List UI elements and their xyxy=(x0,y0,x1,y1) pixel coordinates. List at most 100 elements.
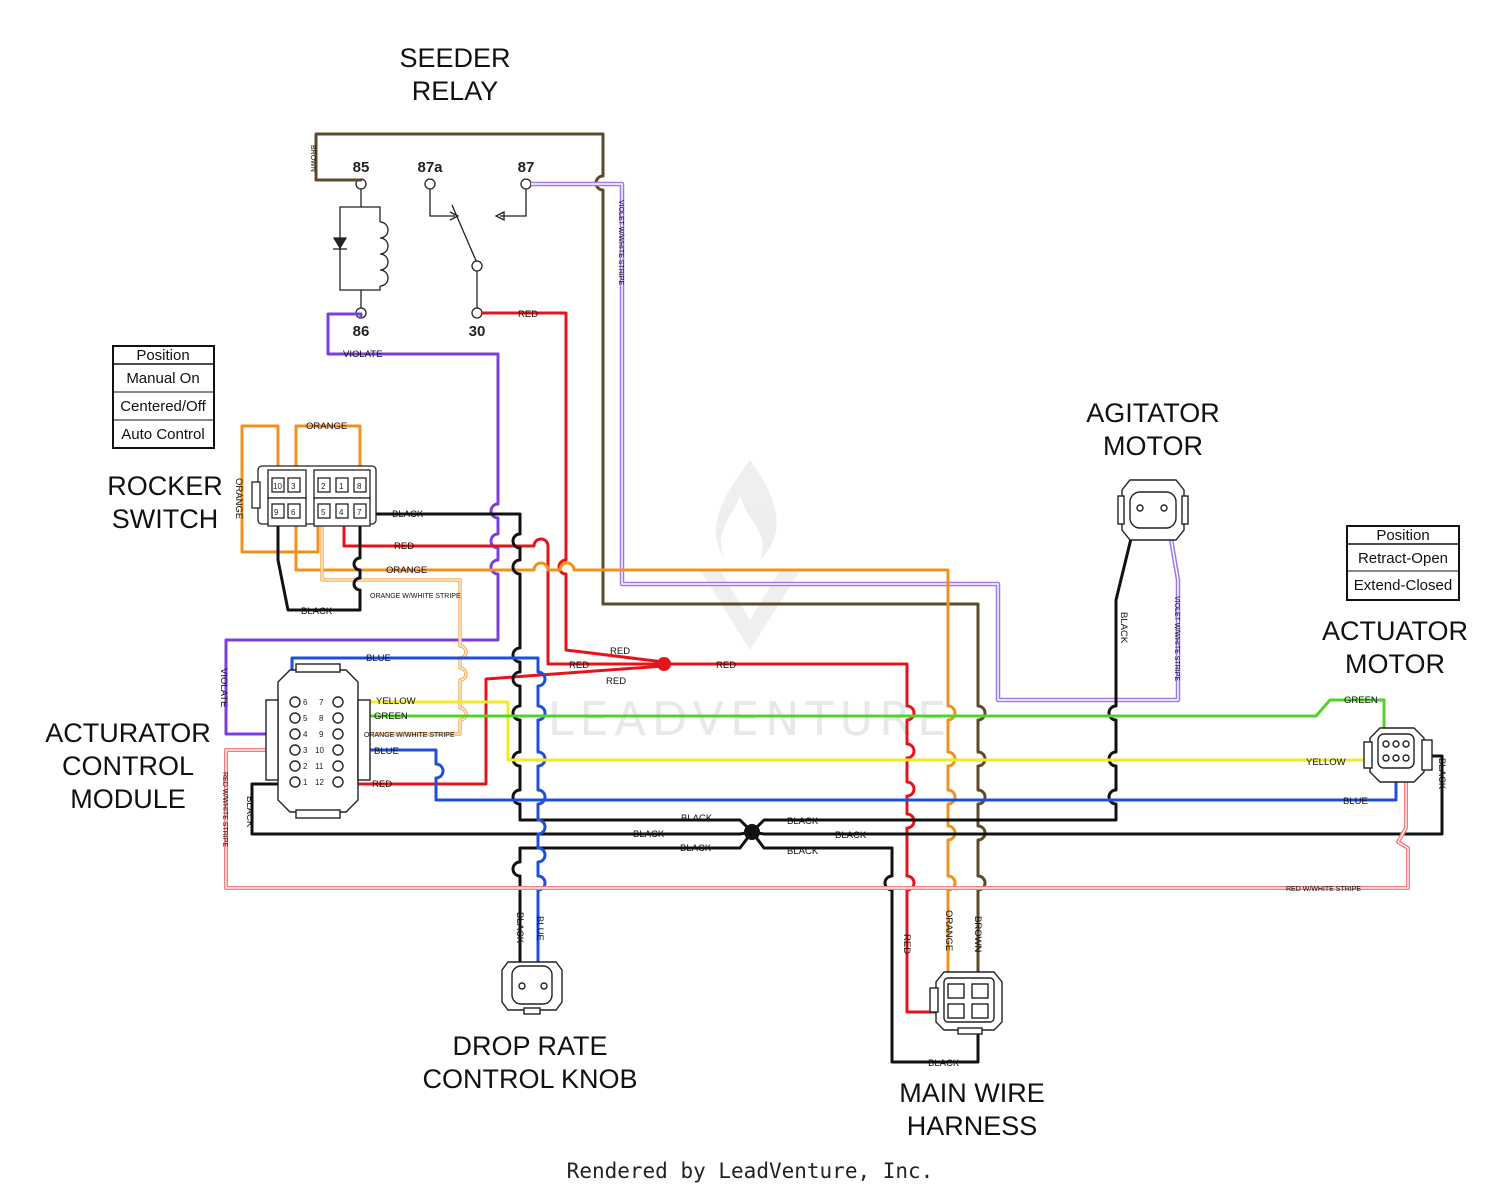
label-green: GREEN xyxy=(374,711,408,722)
module-title-1: ACTURATOR xyxy=(45,718,211,748)
relay-pin-label: 30 xyxy=(469,323,486,340)
seeder-relay xyxy=(332,178,532,319)
rocker-position-table: Position Manual On Centered/Off Auto Con… xyxy=(112,345,215,449)
red-splice-junction xyxy=(657,657,671,671)
label-red: RED xyxy=(518,309,538,320)
label-black: BLACK xyxy=(301,606,333,617)
relay-pin-label: 87a xyxy=(417,159,443,176)
harness-title-1: MAIN WIRE xyxy=(899,1078,1045,1108)
relay-pin-87a xyxy=(424,178,436,190)
wire-black xyxy=(250,782,753,836)
actuator-motor-title-1: ACTUATOR xyxy=(1322,616,1468,646)
label-orange-white: ORANGE W/WHITE STRIPE xyxy=(370,593,461,600)
label-blue: BLUE xyxy=(1343,796,1368,807)
switch-pin: 5 xyxy=(321,508,326,517)
switch-pin: 8 xyxy=(357,482,362,491)
actuator-position-table: Position Retract-Open Extend-Closed xyxy=(1346,525,1460,601)
module-pin: 6 xyxy=(303,698,308,707)
label-red: RED xyxy=(901,934,912,954)
wire-red xyxy=(342,506,664,666)
switch-pin: 2 xyxy=(321,482,326,491)
module-pin: 7 xyxy=(319,698,324,707)
wire-blue xyxy=(290,656,547,990)
rocker-switch-title-1: ROCKER xyxy=(107,471,223,501)
switch-pin: 3 xyxy=(291,482,296,491)
module-pin: 1 xyxy=(303,778,308,787)
relay-pin-label: 87 xyxy=(518,159,535,176)
seeder-relay-title-1: SEEDER xyxy=(399,43,510,73)
label-black: BLACK xyxy=(244,796,255,828)
label-violate: VIOLATE xyxy=(343,349,382,360)
harness-title-2: HARNESS xyxy=(907,1111,1038,1141)
label-violate: VIOLATE xyxy=(218,668,229,707)
actuator-table-row: Retract-Open xyxy=(1358,550,1448,567)
wire-brown xyxy=(314,132,987,975)
relay-pin-label: 86 xyxy=(353,323,370,340)
main-harness-connector xyxy=(929,971,1003,1035)
watermark-text: LEADVENTURE xyxy=(548,692,953,746)
label-black: BLACK xyxy=(787,816,819,827)
label-red-white: RED W/WHITE STRIPE xyxy=(221,772,228,847)
wire-blue xyxy=(342,748,1398,802)
module-title-3: MODULE xyxy=(70,784,186,814)
switch-pin: 1 xyxy=(339,482,344,491)
switch-pin: 4 xyxy=(339,508,344,517)
label-red: RED xyxy=(372,779,392,790)
label-yellow: YELLOW xyxy=(1306,757,1346,768)
wire-violet-white xyxy=(531,181,1181,703)
label-red: RED xyxy=(394,541,414,552)
wire-green xyxy=(342,698,1386,740)
wire-red xyxy=(482,311,665,664)
label-black: BLACK xyxy=(633,829,665,840)
label-black: BLACK xyxy=(392,509,424,520)
relay-pin-30 xyxy=(471,307,483,319)
label-blue: BLUE xyxy=(366,653,391,664)
wire-black-jumper xyxy=(276,516,362,612)
footer-credit: Rendered by LeadVenture, Inc. xyxy=(567,1159,934,1183)
label-red: RED xyxy=(716,660,736,671)
agitator-title-1: AGITATOR xyxy=(1086,398,1220,428)
actuator-table-row: Extend-Closed xyxy=(1354,577,1452,594)
label-orange: ORANGE xyxy=(306,421,347,432)
label-red: RED xyxy=(610,646,630,657)
module-pin: 8 xyxy=(319,714,324,723)
label-black: BLACK xyxy=(787,846,819,857)
switch-pin: 9 xyxy=(274,508,279,517)
label-orange: ORANGE xyxy=(943,910,954,951)
label-violet-white: VIOLET W/WHITE STRIPE xyxy=(1173,596,1180,681)
wire-labels: BROWN VIOLET W/WHITE STRIPE VIOLATE RED … xyxy=(218,145,1447,1069)
label-blue: BLUE xyxy=(534,916,545,941)
label-black: BLACK xyxy=(1436,758,1447,790)
label-orange: ORANGE xyxy=(233,478,244,519)
seeder-relay-title-2: RELAY xyxy=(412,76,499,106)
rocker-table-row: Auto Control xyxy=(121,426,204,443)
rocker-table-header: Position xyxy=(136,347,189,364)
wire-black xyxy=(372,512,754,834)
knob-title-1: DROP RATE xyxy=(452,1031,607,1061)
module-pin: 2 xyxy=(303,762,308,771)
switch-pin: 10 xyxy=(273,482,282,491)
wire-red xyxy=(664,662,950,1014)
label-black: BLACK xyxy=(835,830,867,841)
knob-title-2: CONTROL KNOB xyxy=(422,1064,637,1094)
module-pin: 3 xyxy=(303,746,308,755)
module-pin: 11 xyxy=(315,762,324,771)
label-black: BLACK xyxy=(928,1058,960,1069)
rocker-switch-pin-numbers: 10 3 2 1 8 9 6 5 4 7 xyxy=(273,482,362,517)
wire-black xyxy=(750,509,1140,834)
label-brown: BROWN xyxy=(972,916,983,953)
actuator-motor-connector xyxy=(1363,727,1433,783)
agitator-motor-connector xyxy=(1117,479,1189,541)
label-red: RED xyxy=(606,676,626,687)
label-blue: BLUE xyxy=(374,746,399,757)
watermark: LEADVENTURE xyxy=(548,460,953,746)
label-black: BLACK xyxy=(514,912,525,944)
module-title-2: CONTROL xyxy=(62,751,194,781)
rocker-switch-title-2: SWITCH xyxy=(112,504,218,534)
label-black: BLACK xyxy=(680,843,712,854)
module-pin: 9 xyxy=(319,730,324,739)
rocker-table-row: Centered/Off xyxy=(120,398,206,415)
wire-red xyxy=(342,664,665,786)
black-splice-junction xyxy=(744,824,760,840)
